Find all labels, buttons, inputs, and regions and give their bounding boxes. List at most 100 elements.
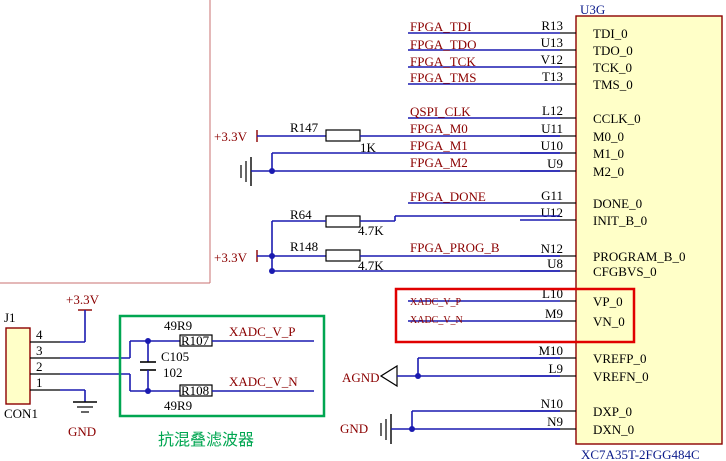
chip-pin-rows: R13TDI_0U13TDO_0V12TCK_0T13TMS_0L12CCLK_… (408, 18, 685, 437)
net-labels-jtag: FPGA_TDI FPGA_TDO FPGA_TCK FPGA_TMS QSPI… (410, 19, 500, 326)
power-label-gnd-dx: GND (340, 421, 368, 436)
gnd-symbol-mode (240, 157, 252, 186)
pin-name: TMS_0 (593, 77, 633, 92)
pin-name: VREFP_0 (593, 351, 646, 366)
pin-name: VN_0 (593, 314, 625, 329)
power-label-3v3-connector: +3.3V (66, 292, 100, 307)
pin-number: M10 (538, 343, 563, 358)
xadc-highlight-box (394, 287, 636, 344)
connector-name: CON1 (4, 406, 38, 421)
net-label-fpga-m1: FPGA_M1 (410, 138, 468, 153)
resistor-r64-value: 4.7K (358, 223, 384, 238)
pin-name: DXP_0 (593, 404, 632, 419)
gnd-icon-dx (380, 414, 392, 444)
resistor-r148-value: 4.7K (358, 258, 384, 273)
pin-number: U13 (541, 35, 563, 50)
pin-name: TDI_0 (593, 26, 628, 41)
pin-name: VREFN_0 (593, 369, 649, 384)
pin-number: V12 (541, 52, 563, 67)
net-label-fpga-m2: FPGA_M2 (410, 155, 468, 170)
resistor-r64 (325, 215, 361, 228)
resistor-r64-ref: R64 (290, 207, 312, 222)
resistor-r147-ref: R147 (290, 120, 319, 135)
resistor-r148-ref: R148 (290, 239, 318, 254)
pin-name: DXN_0 (593, 422, 634, 437)
pin-number: U12 (541, 205, 563, 220)
resistor-r107-value: 49R9 (164, 318, 192, 333)
pin-number: N10 (541, 396, 563, 411)
pin-number: U10 (541, 138, 563, 153)
pin-number: R13 (541, 18, 563, 33)
pin-number: N9 (547, 414, 563, 429)
connector-pin-2: 2 (36, 359, 43, 374)
pin-name: M0_0 (593, 129, 624, 144)
connector-pin-3: 3 (36, 343, 43, 358)
pin-number: N12 (541, 241, 563, 256)
net-label-fpga-tms: FPGA_TMS (410, 70, 476, 85)
chip-part-number: XC7A35T-2FGG484C (581, 447, 700, 461)
power-label-agnd: AGND (342, 370, 380, 385)
resistor-r108-value: 49R9 (164, 398, 192, 413)
pin-number: U11 (541, 121, 563, 136)
resistor-r147 (325, 129, 361, 142)
power-label-gnd-connector: GND (68, 424, 96, 439)
agnd-icon (379, 364, 398, 388)
mode-pin-circuit: +3.3V R147 1K (214, 120, 560, 186)
pin-name: M1_0 (593, 146, 624, 161)
anti-alias-filter: C105 102 49R9 R107 XADC_V_P R108 49R9 XA… (118, 314, 326, 418)
connector-body (5, 327, 31, 405)
gnd-dx-circuit: GND (340, 410, 560, 444)
pin-number: M9 (545, 306, 563, 321)
pin-name: INIT_B_0 (593, 213, 647, 228)
chip-refdes: U3G (580, 2, 605, 17)
connector-pin-1: 1 (36, 375, 43, 390)
config-pin-circuit: R64 4.7K +3.3V R148 4.7K (214, 207, 560, 274)
pin-number: U9 (547, 156, 563, 171)
pin-name: M2_0 (593, 164, 624, 179)
net-label-fpga-tdi: FPGA_TDI (410, 19, 471, 34)
resistor-r147-value: 1K (360, 140, 377, 155)
filter-net-label-p: XADC_V_P (229, 324, 295, 339)
pin-number: U8 (547, 256, 563, 271)
pin-number: L12 (542, 103, 563, 118)
power-label-3v3-config: +3.3V (214, 250, 248, 265)
net-label-fpga-m0: FPGA_M0 (410, 121, 468, 136)
capacitor-value: 102 (163, 365, 183, 380)
filter-box (118, 314, 326, 418)
pin-name: CFGBVS_0 (593, 264, 657, 279)
net-label-xadc-v-p-chip: XADC_V_P (410, 297, 462, 308)
resistor-r148 (325, 249, 361, 262)
pin-name: TDO_0 (593, 43, 633, 58)
fpga-chip-body (575, 15, 723, 445)
connector-j1: J1 CON1 4 3 2 1 +3.3V GND (4, 292, 130, 439)
filter-net-label-n: XADC_V_N (229, 374, 298, 389)
net-label-fpga-done: FPGA_DONE (410, 189, 486, 204)
agnd-circuit: AGND (342, 357, 560, 388)
resistor-r107-ref: R107 (181, 333, 210, 348)
pin-number: T13 (542, 69, 563, 84)
net-label-fpga-prog-b: FPGA_PROG_B (410, 240, 500, 255)
pin-name: CCLK_0 (593, 111, 641, 126)
net-label-fpga-tck: FPGA_TCK (410, 54, 476, 69)
connector-ref: J1 (4, 310, 16, 325)
pin-name: PROGRAM_B_0 (593, 249, 685, 264)
connector-pin-4: 4 (36, 327, 43, 342)
net-label-xadc-v-n-chip: XADC_V_N (410, 315, 463, 326)
power-label-3v3-r147: +3.3V (214, 129, 248, 144)
net-label-fpga-tdo: FPGA_TDO (410, 37, 476, 52)
gnd-icon-connector (73, 401, 97, 413)
capacitor-ref: C105 (161, 349, 189, 364)
resistor-r108-ref: R108 (181, 383, 209, 398)
pin-name: VP_0 (593, 294, 623, 309)
pin-number: G11 (541, 188, 563, 203)
